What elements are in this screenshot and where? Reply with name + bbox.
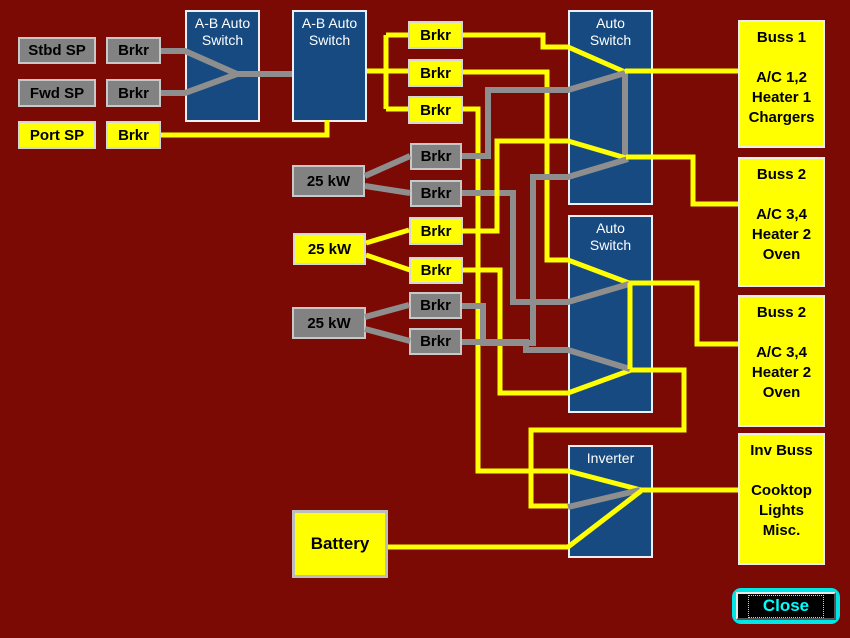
- node-brkr-g3-label: Brkr: [420, 297, 451, 314]
- node-auto-switch-1: Auto Switch: [568, 10, 653, 205]
- node-gen-25kw-1: 25 kW: [292, 165, 365, 197]
- node-buss-2b: Buss 2 A/C 3,4 Heater 2 Oven: [738, 295, 825, 427]
- node-auto-switch-2-label: Auto Switch: [589, 220, 632, 253]
- node-auto-switch-2: Auto Switch: [568, 215, 653, 413]
- node-brkr-y5: Brkr: [409, 257, 463, 284]
- node-ab-auto-switch-1: A-B Auto Switch: [185, 10, 260, 122]
- node-fwd-sp: Fwd SP: [18, 79, 96, 107]
- node-stbd-brkr: Brkr: [106, 37, 161, 64]
- node-gen-25kw-3-label: 25 kW: [307, 314, 351, 332]
- node-brkr-y3: Brkr: [408, 96, 463, 124]
- node-port-brkr: Brkr: [106, 121, 161, 149]
- node-port-sp: Port SP: [18, 121, 96, 149]
- node-brkr-g2: Brkr: [410, 180, 462, 207]
- node-ab-auto-switch-2-label: A-B Auto Switch: [301, 15, 358, 48]
- node-brkr-y2: Brkr: [408, 59, 463, 87]
- node-brkr-g4-label: Brkr: [420, 333, 451, 350]
- node-inverter: Inverter: [568, 445, 653, 558]
- node-inv-buss: Inv Buss Cooktop Lights Misc.: [738, 433, 825, 565]
- node-inv-buss-label: Inv Buss Cooktop Lights Misc.: [750, 442, 813, 539]
- node-brkr-y1-label: Brkr: [420, 26, 451, 44]
- node-brkr-y3-label: Brkr: [420, 101, 451, 119]
- node-gen-25kw-1-label: 25 kW: [306, 172, 351, 190]
- node-port-sp-label: Port SP: [29, 126, 85, 144]
- node-gen-25kw-2-label: 25 kW: [307, 240, 352, 258]
- wire-port-to-ab2: [161, 120, 330, 138]
- node-brkr-y5-label: Brkr: [420, 262, 452, 279]
- node-fwd-brkr: Brkr: [106, 79, 161, 107]
- node-battery: Battery: [292, 510, 388, 578]
- node-buss-1: Buss 1 A/C 1,2 Heater 1 Chargers: [738, 20, 825, 148]
- node-stbd-brkr-label: Brkr: [118, 42, 149, 59]
- node-brkr-g1-label: Brkr: [420, 148, 452, 165]
- wire-gen1-fan-bot: [364, 183, 411, 196]
- node-brkr-g4: Brkr: [409, 328, 462, 355]
- node-brkr-g1: Brkr: [410, 143, 462, 170]
- node-ab-auto-switch-2: A-B Auto Switch: [292, 10, 367, 122]
- node-battery-label: Battery: [310, 534, 370, 553]
- node-gen-25kw-2: 25 kW: [293, 233, 366, 265]
- node-brkr-y2-label: Brkr: [420, 64, 451, 82]
- close-button[interactable]: Close: [732, 588, 840, 624]
- node-buss-1-label: Buss 1 A/C 1,2 Heater 1 Chargers: [748, 29, 815, 126]
- node-buss-2b-label: Buss 2 A/C 3,4 Heater 2 Oven: [751, 304, 812, 401]
- node-brkr-g2-label: Brkr: [420, 185, 452, 202]
- wire-gen1-fan-top: [363, 153, 412, 179]
- wire-gen2-fan-bot: [365, 252, 411, 273]
- node-stbd-sp: Stbd SP: [18, 37, 96, 64]
- node-brkr-y4: Brkr: [409, 217, 463, 245]
- wire-gen2-fan-top: [365, 227, 410, 246]
- wire-gen3-fan-top: [364, 302, 410, 320]
- node-port-brkr-label: Brkr: [118, 126, 149, 144]
- node-auto-switch-1-label: Auto Switch: [589, 15, 632, 48]
- node-ab-auto-switch-1-label: A-B Auto Switch: [194, 15, 251, 48]
- node-inverter-label: Inverter: [586, 450, 635, 466]
- node-brkr-g3: Brkr: [409, 292, 462, 319]
- close-button-label[interactable]: Close: [747, 594, 825, 618]
- wire-gen3-fan-bot: [364, 326, 411, 344]
- node-buss-2a-label: Buss 2 A/C 3,4 Heater 2 Oven: [751, 166, 812, 263]
- node-brkr-y1: Brkr: [408, 21, 463, 49]
- node-brkr-y4-label: Brkr: [420, 222, 452, 240]
- close-button-face[interactable]: Close: [736, 592, 836, 620]
- node-fwd-sp-label: Fwd SP: [29, 84, 85, 102]
- node-buss-2a: Buss 2 A/C 3,4 Heater 2 Oven: [738, 157, 825, 287]
- node-gen-25kw-3: 25 kW: [292, 307, 366, 339]
- node-fwd-brkr-label: Brkr: [118, 84, 149, 102]
- node-stbd-sp-label: Stbd SP: [28, 42, 86, 59]
